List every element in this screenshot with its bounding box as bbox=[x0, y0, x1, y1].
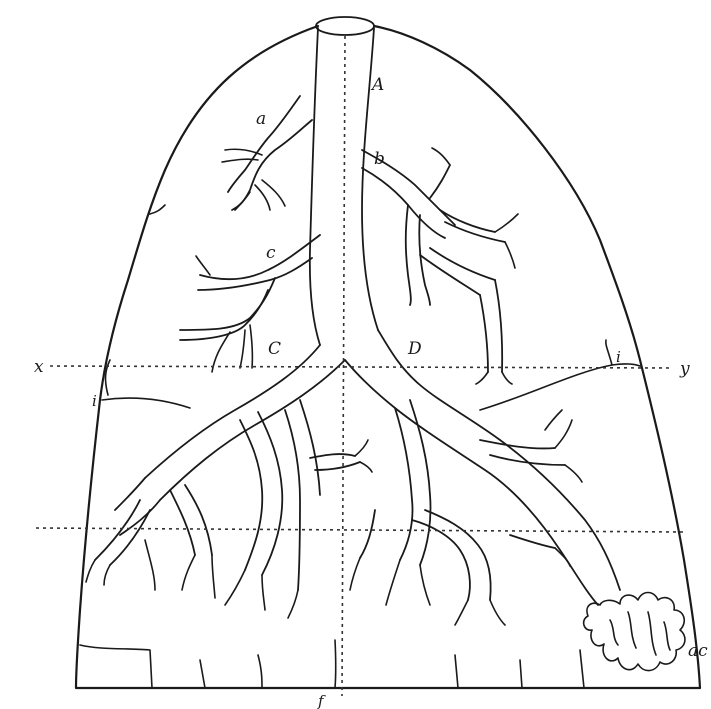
label-f: f bbox=[317, 692, 326, 709]
horizontal-line-xy bbox=[50, 366, 672, 368]
label-ac: ac bbox=[688, 641, 708, 661]
vertical-midline bbox=[342, 36, 345, 696]
branch-c bbox=[180, 235, 320, 372]
label-D: D bbox=[407, 339, 422, 359]
label-i-right: i bbox=[616, 348, 621, 366]
lung-outline bbox=[76, 26, 700, 688]
horizontal-line-lower bbox=[36, 528, 684, 532]
labels: A a b c C D x y i i f ac bbox=[34, 75, 708, 709]
label-C: C bbox=[268, 339, 281, 359]
branch-b bbox=[362, 148, 518, 384]
reference-lines bbox=[36, 36, 684, 696]
label-i-left: i bbox=[92, 392, 97, 410]
branch-a bbox=[222, 96, 312, 210]
alveolar-cluster bbox=[584, 593, 685, 671]
label-y: y bbox=[679, 359, 690, 379]
label-b: b bbox=[374, 149, 385, 169]
left-lower-trunk bbox=[86, 345, 345, 598]
label-x: x bbox=[34, 357, 44, 377]
label-c: c bbox=[266, 243, 276, 263]
label-a: a bbox=[256, 109, 266, 129]
branch-left-central bbox=[225, 400, 372, 618]
label-A: A bbox=[370, 75, 384, 95]
